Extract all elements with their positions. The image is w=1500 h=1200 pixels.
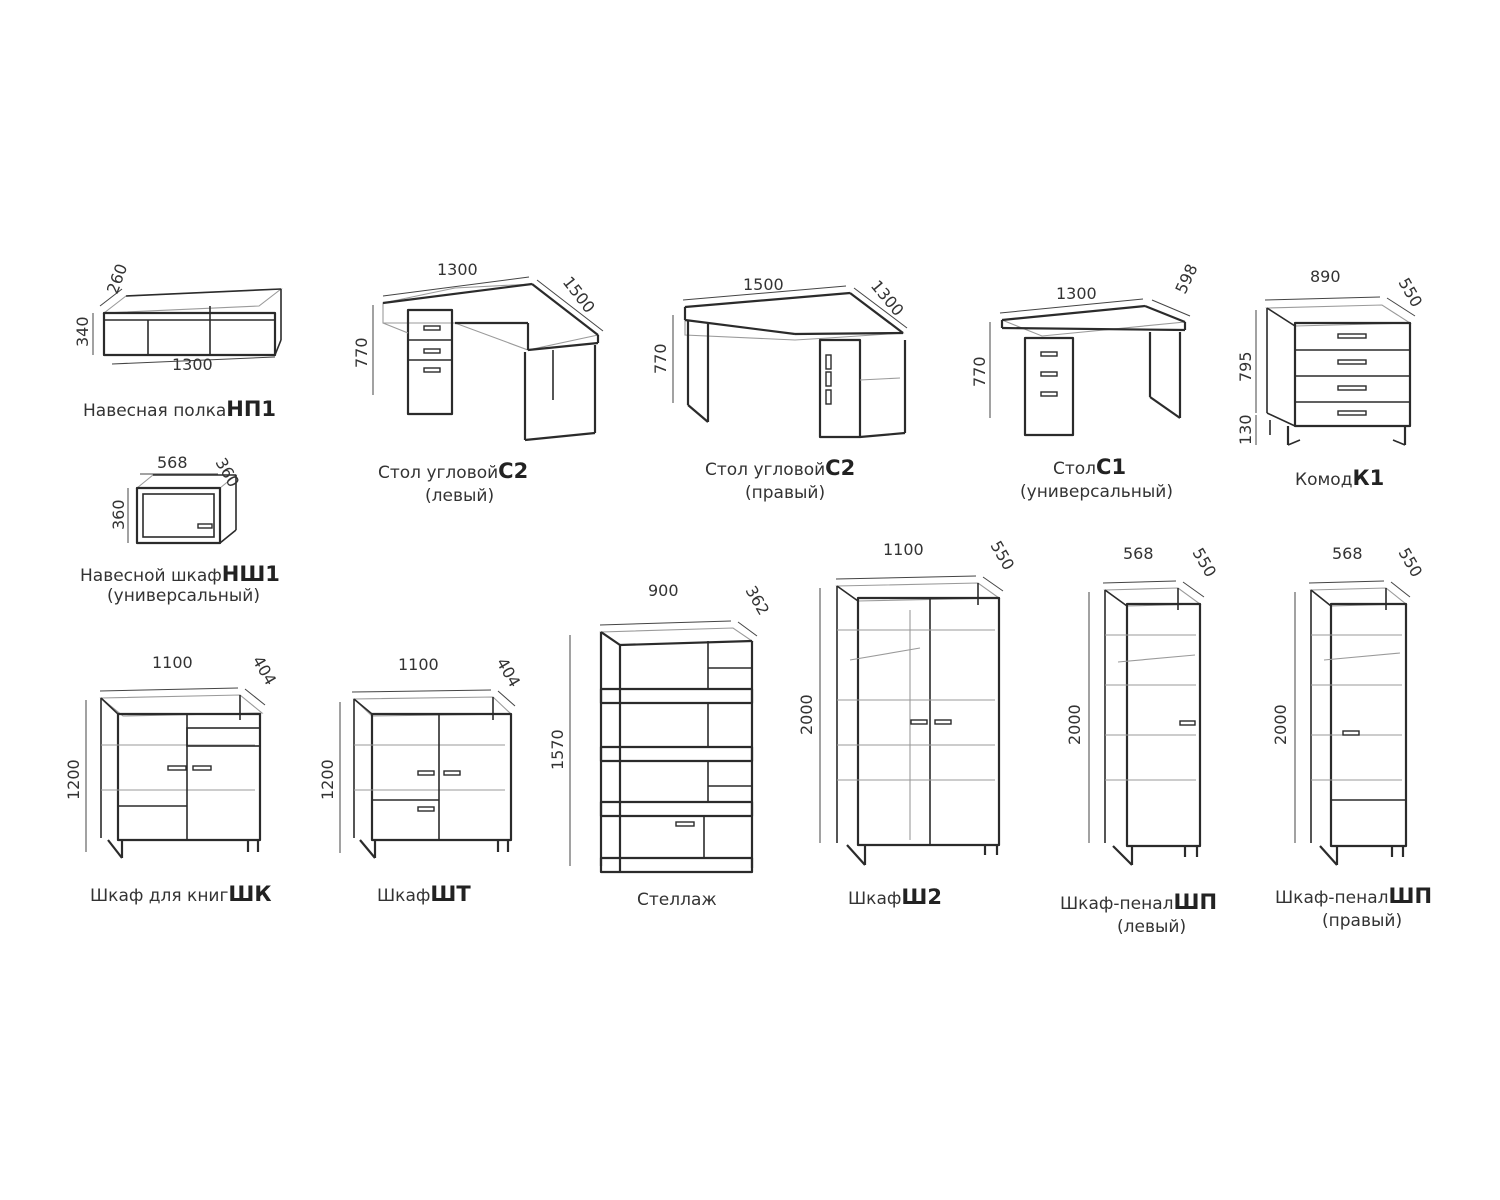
item-shpr-sub: (правый) [1322, 911, 1402, 931]
item-nsh1-code: НШ1 [222, 562, 280, 586]
item-c1-code: С1 [1096, 455, 1126, 479]
shk-depth-dim: 404 [249, 653, 281, 689]
st-depth-dim: 362 [742, 583, 774, 619]
item-c2r-name: Стол угловой [705, 460, 825, 480]
shpl-depth-dim: 550 [1189, 545, 1221, 581]
item-nsh1-name: Навесной шкаф [80, 566, 222, 586]
shpr-height-dim: 2000 [1271, 704, 1290, 745]
item-shpr-name: Шкаф-пенал [1275, 888, 1389, 908]
item-c2l-caption: Стол угловойС2 [378, 459, 528, 483]
nsh1-width-dim: 568 [157, 453, 188, 472]
item-np1-name: Навесная полка [83, 401, 226, 421]
item-st-caption: Стеллаж [637, 890, 717, 910]
item-c2r-sub: (правый) [745, 483, 825, 503]
sh2-width-dim: 1100 [883, 540, 924, 559]
c2r-width-dim: 1500 [743, 275, 784, 294]
nsh1-height-dim: 360 [109, 499, 128, 530]
item-np1-code: НП1 [226, 397, 276, 421]
np1-depth-dim: 260 [103, 261, 131, 296]
item-c2l-code: С2 [498, 459, 528, 483]
item-shk-code: ШК [228, 882, 271, 906]
shpr-depth-dim: 550 [1395, 545, 1427, 581]
item-c2l-drawing: 1300 1500 770 [352, 260, 604, 442]
np1-width-dim: 1300 [172, 355, 213, 374]
item-shk-drawing: 1100 404 1200 [64, 653, 280, 859]
shk-height-dim: 1200 [64, 759, 83, 800]
st-width-dim: 900 [648, 581, 679, 600]
k1-depth-dim: 550 [1395, 275, 1427, 311]
sh2-depth-dim: 550 [987, 538, 1019, 574]
c1-height-dim: 770 [970, 356, 989, 387]
item-np1-caption: Навесная полкаНП1 [83, 397, 276, 421]
item-c2r-code: С2 [825, 456, 855, 480]
sht-height-dim: 1200 [318, 759, 337, 800]
item-shpl-code: ШП [1174, 890, 1218, 914]
c1-width-dim: 1300 [1056, 284, 1097, 303]
item-shpl-name: Шкаф-пенал [1060, 894, 1174, 914]
item-c2l-name: Стол угловой [378, 463, 498, 483]
item-sht-code: ШТ [430, 882, 471, 906]
item-shpr-caption: Шкаф-пеналШП [1275, 884, 1432, 908]
shpl-height-dim: 2000 [1065, 704, 1084, 745]
item-sht-drawing: 1100 404 1200 [318, 655, 524, 859]
item-shpl-drawing: 568 550 2000 [1065, 544, 1221, 866]
c2r-height-dim: 770 [651, 343, 670, 374]
k1-leg-dim: 130 [1236, 414, 1255, 445]
item-k1-caption: КомодК1 [1295, 466, 1384, 490]
c2l-width-dim: 1300 [437, 260, 478, 279]
item-k1-code: К1 [1352, 466, 1384, 490]
item-np1-drawing: 260 340 1300 [73, 261, 283, 374]
item-sh2-caption: ШкафШ2 [848, 885, 942, 909]
item-c2r-drawing: 1500 1300 770 [651, 275, 908, 439]
shpr-width-dim: 568 [1332, 544, 1363, 563]
item-sh2-code: Ш2 [901, 885, 942, 909]
item-shpr-code: ШП [1389, 884, 1433, 908]
item-c2r-caption: Стол угловойС2 [705, 456, 855, 480]
item-c2l-sub: (левый) [425, 486, 494, 506]
sht-depth-dim: 404 [493, 655, 525, 691]
item-st-drawing: 900 362 1570 [548, 581, 774, 874]
k1-height-dim: 795 [1236, 351, 1255, 382]
sht-width-dim: 1100 [398, 655, 439, 674]
item-shk-name: Шкаф для книг [90, 886, 228, 906]
shpl-width-dim: 568 [1123, 544, 1154, 563]
shk-width-dim: 1100 [152, 653, 193, 672]
item-k1-drawing: 890 550 795 130 [1236, 267, 1427, 446]
np1-height-dim: 340 [73, 316, 92, 347]
sh2-height-dim: 2000 [797, 694, 816, 735]
item-sht-caption: ШкафШТ [377, 882, 471, 906]
nsh1-depth-dim: 360 [212, 455, 244, 491]
item-nsh1-drawing: 568 360 360 [109, 453, 244, 545]
k1-width-dim: 890 [1310, 267, 1341, 286]
item-c1-caption: СтолС1 [1053, 455, 1126, 479]
item-k1-name: Комод [1295, 470, 1352, 490]
c1-depth-dim: 598 [1171, 261, 1201, 297]
item-shk-caption: Шкаф для книгШК [90, 882, 272, 906]
item-shpl-sub: (левый) [1117, 917, 1186, 937]
st-height-dim: 1570 [548, 729, 567, 770]
item-shpl-caption: Шкаф-пеналШП [1060, 890, 1217, 914]
item-c1-sub: (универсальный) [1020, 482, 1173, 502]
c2l-height-dim: 770 [352, 337, 371, 368]
item-nsh1-caption: Навесной шкафНШ1 [80, 562, 280, 586]
item-c1-drawing: 1300 598 770 [970, 261, 1202, 437]
item-sht-name: Шкаф [377, 886, 430, 906]
item-nsh1-sub: (универсальный) [107, 586, 260, 606]
item-c1-name: Стол [1053, 459, 1096, 479]
item-shpr-drawing: 568 550 2000 [1271, 544, 1427, 866]
item-sh2-drawing: 1100 550 2000 [797, 538, 1018, 866]
item-sh2-name: Шкаф [848, 889, 901, 909]
